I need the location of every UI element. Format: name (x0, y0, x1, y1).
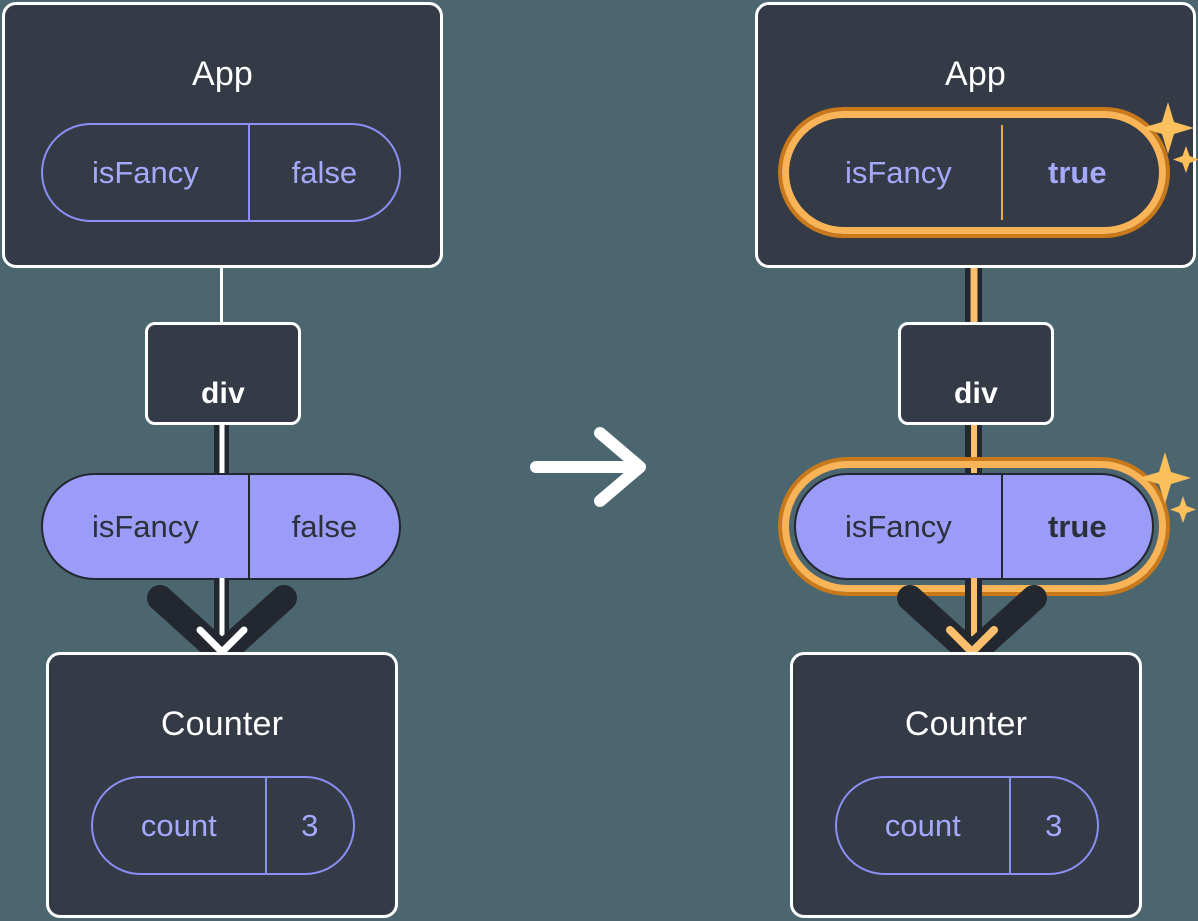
counter-component-box: Counter count 3 (46, 652, 398, 918)
connector-app-to-div (220, 222, 223, 322)
app-component-box: App (755, 2, 1196, 268)
prop-pill-key: isFancy (844, 508, 952, 544)
counter-state-key: count (884, 807, 961, 843)
counter-state-pill[interactable]: count 3 (835, 776, 1099, 875)
counter-title: Counter (160, 705, 284, 743)
transition-arrow-icon (530, 427, 646, 507)
prop-pill-key: isFancy (91, 508, 199, 544)
div-title: div (954, 377, 998, 410)
app-state-key: isFancy (844, 154, 952, 190)
div-element-box: div (145, 322, 301, 425)
sparkle-star-icon (1139, 452, 1196, 523)
div-title: div (201, 377, 245, 410)
connector-div-to-prop (214, 425, 229, 481)
counter-title: Counter (904, 705, 1028, 743)
app-state-value: true (1000, 125, 1152, 220)
app-title: App (944, 55, 1007, 93)
counter-state-value: 3 (264, 778, 353, 873)
app-state-pill[interactable]: isFancy true (794, 123, 1154, 222)
counter-state-pill[interactable]: count 3 (91, 776, 355, 875)
prop-pill[interactable]: isFancy true (794, 473, 1154, 580)
app-state-key: isFancy (91, 154, 199, 190)
div-element-box: div (898, 322, 1054, 425)
prop-pill-value: false (247, 475, 399, 578)
panel-after: App isFancy true div isFancy true (737, 0, 1198, 921)
counter-state-value: 3 (1008, 778, 1097, 873)
app-state-pill[interactable]: isFancy false (41, 123, 401, 222)
prop-pill[interactable]: isFancy false (41, 473, 401, 580)
prop-pill-value: true (1000, 475, 1152, 578)
app-state-value: false (247, 125, 399, 220)
panel-before: App isFancy false div isFancy false (0, 0, 444, 921)
app-title: App (191, 55, 254, 93)
counter-state-key: count (140, 807, 217, 843)
counter-component-box: Counter count 3 (790, 652, 1142, 918)
sparkle-star-icon (1142, 102, 1198, 173)
